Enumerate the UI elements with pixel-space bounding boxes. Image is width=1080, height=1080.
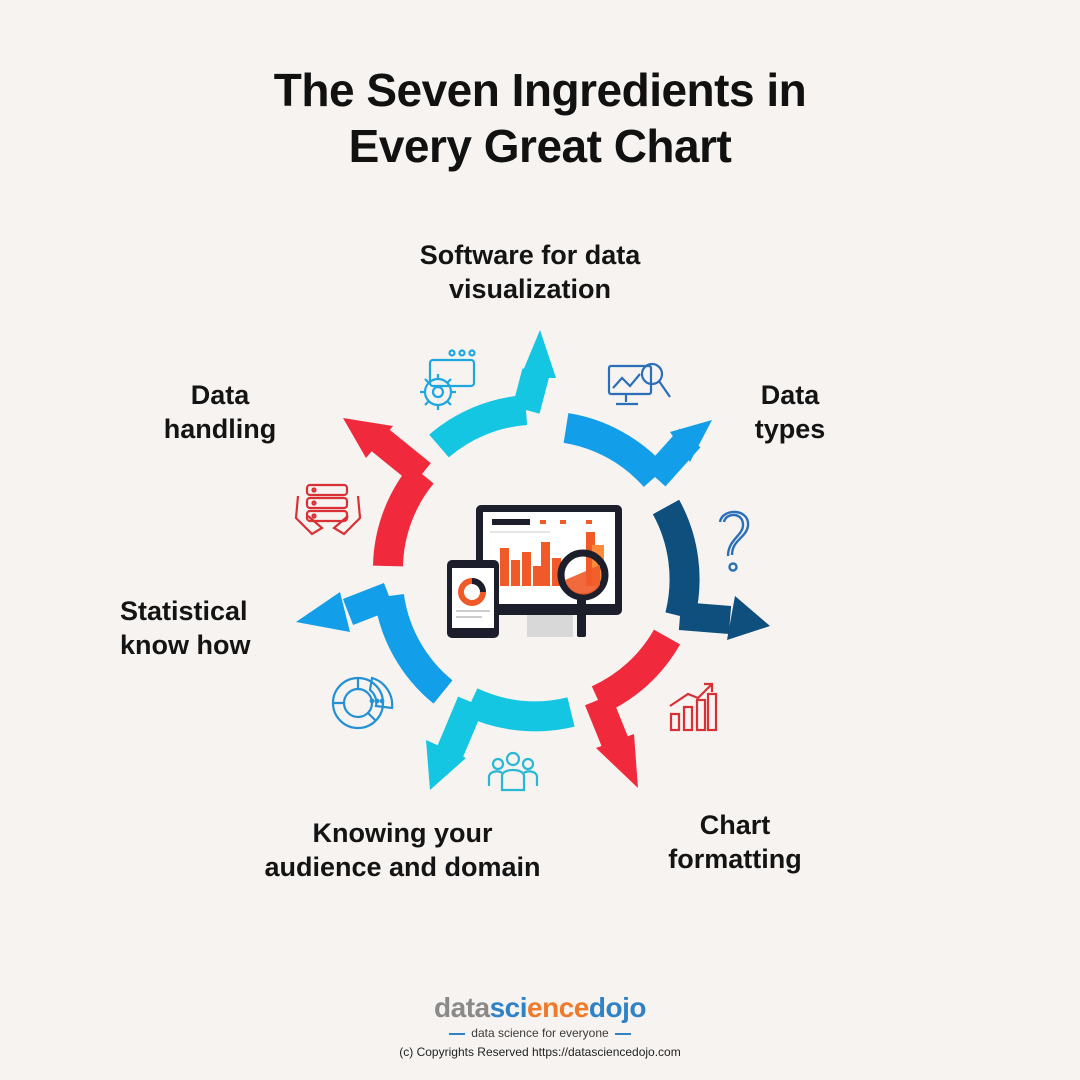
arc-audience: [464, 688, 575, 732]
arc-statistical: [374, 593, 453, 704]
label-software-for-data-visualization: Software for data visualization: [419, 240, 641, 304]
shaft-statistical: [342, 582, 395, 626]
people-group-icon: [487, 751, 539, 792]
arrowhead-audience: [426, 740, 466, 790]
brand-wordmark: datasciencedojo: [434, 992, 646, 1023]
shaft-question: [678, 602, 732, 634]
gear-dashboard-icon: [420, 349, 476, 410]
arrowhead-software: [520, 330, 556, 378]
center-dashboard-illustration: [447, 505, 622, 638]
page-title: The Seven Ingredients in Every Great Cha…: [0, 62, 1080, 174]
arc-software: [429, 395, 528, 458]
shaft-data-handling: [371, 429, 431, 485]
label-data-types: Data types: [754, 380, 826, 444]
shaft-audience: [437, 696, 484, 758]
arrowhead-statistical: [296, 592, 350, 632]
brand-logo: datasciencedojo data science for everyon…: [0, 992, 1080, 1042]
hands-server-icon: [294, 483, 362, 536]
label-knowing-your-audience: Knowing your audience and domain: [264, 818, 541, 882]
arrowhead-question: [727, 596, 770, 640]
title-line-1: The Seven Ingredients in: [273, 64, 807, 116]
arc-chart-formatting: [591, 629, 681, 714]
arc-data-handling: [373, 464, 434, 567]
question-mark-icon: [718, 510, 750, 572]
growth-bar-chart-icon: [669, 682, 718, 732]
shaft-software: [512, 368, 550, 414]
copyright-notice: (c) Copyrights Reserved https://datascie…: [399, 1045, 681, 1059]
arrowhead-data-handling: [343, 418, 393, 458]
arrowhead-data-types: [670, 420, 712, 462]
arc-data-types: [563, 413, 667, 488]
monitor-magnifier-icon: [607, 362, 671, 406]
shaft-chart-formatting: [585, 694, 628, 748]
arc-question: [652, 499, 700, 620]
pie-chart-icon: [331, 676, 394, 730]
title-line-2: Every Great Chart: [348, 120, 732, 172]
label-chart-formatting: Chart formatting: [668, 810, 802, 874]
label-data-handling: Data handling: [163, 380, 277, 444]
arrowhead-chart-formatting: [596, 734, 638, 788]
brand-tagline: data science for everyone: [449, 1026, 632, 1040]
label-statistical-know-how: Statistical know how: [120, 596, 251, 660]
